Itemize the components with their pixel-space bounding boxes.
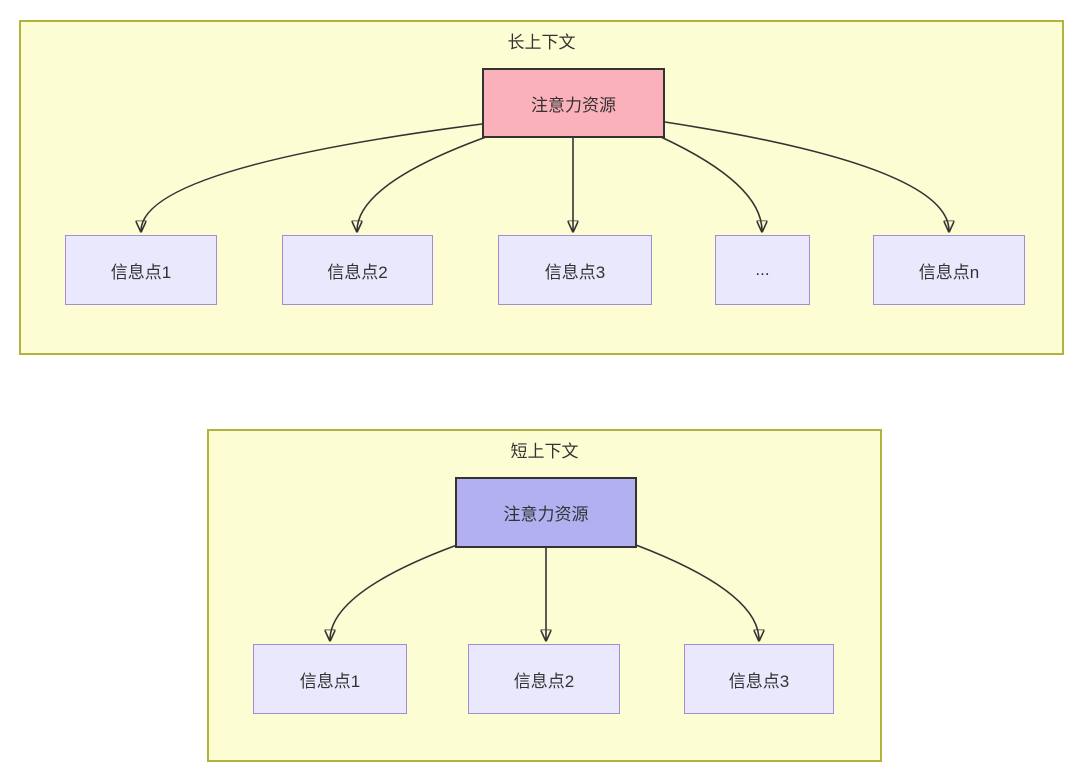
info-node-long-2: 信息点2 [282, 235, 433, 305]
info-node-short-3: 信息点3 [684, 644, 834, 714]
long-context-title: 长上下文 [507, 33, 576, 52]
info-node-long-3: 信息点3 [498, 235, 652, 305]
info-node-long-n: 信息点n [873, 235, 1025, 305]
attention-resources-node-short: 注意力资源 [455, 477, 637, 548]
short-context-title: 短上下文 [510, 442, 579, 461]
info-node-long-1: 信息点1 [65, 235, 217, 305]
info-node-long-ellipsis: ... [715, 235, 810, 305]
info-node-short-2: 信息点2 [468, 644, 620, 714]
info-node-short-1: 信息点1 [253, 644, 407, 714]
attention-resources-node-long: 注意力资源 [482, 68, 665, 138]
